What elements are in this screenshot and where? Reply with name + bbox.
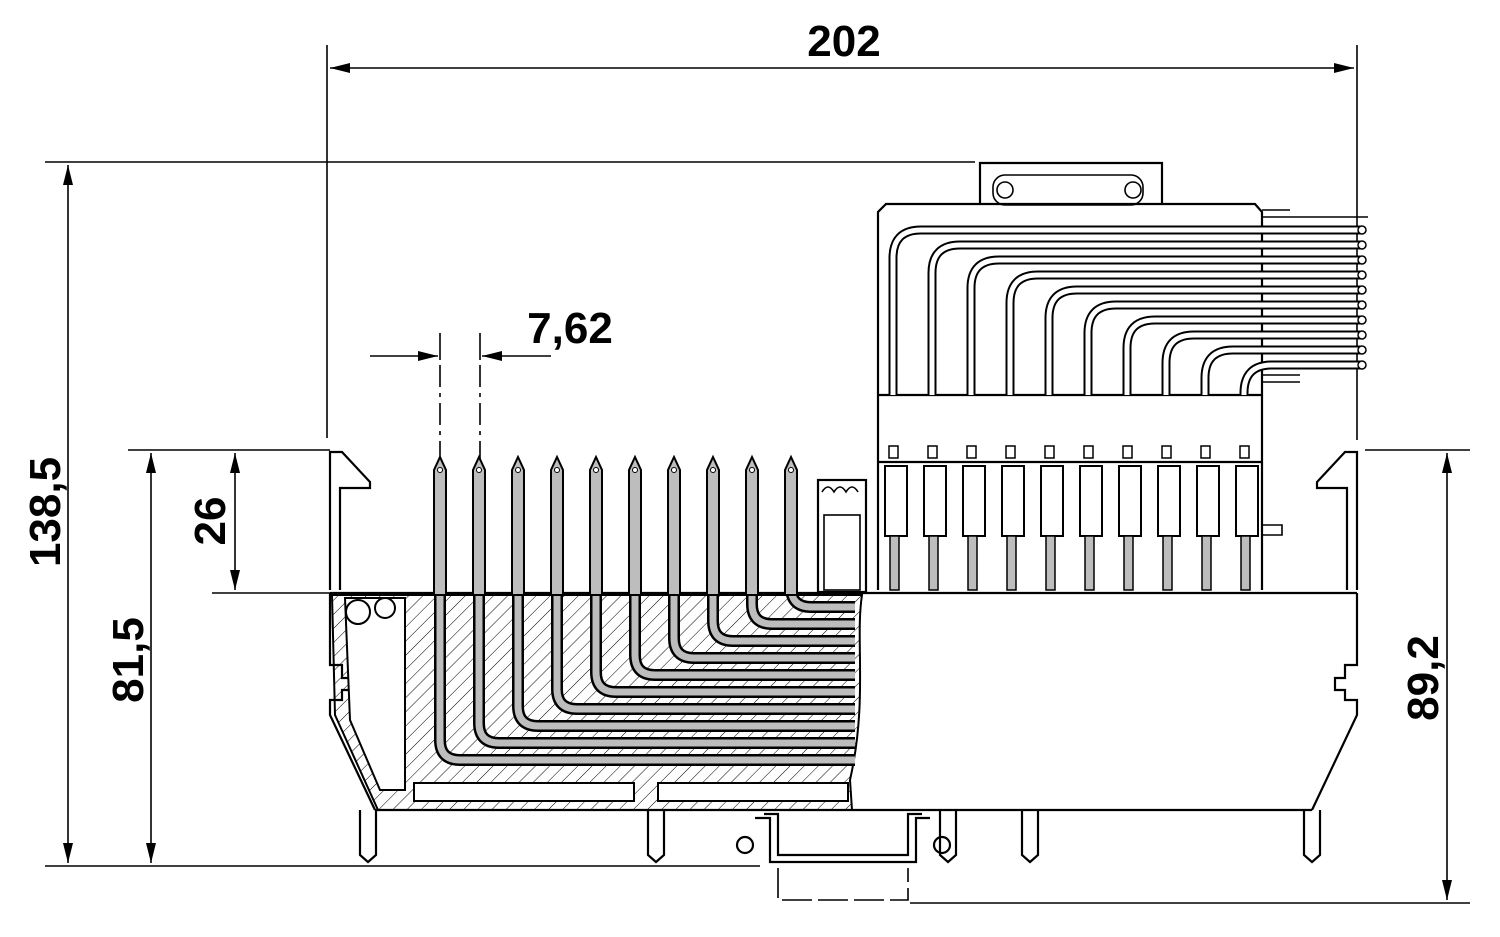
- block-wire: [888, 225, 1367, 395]
- pin: [745, 454, 759, 596]
- internal-wire: [590, 595, 855, 698]
- internal-wire: [707, 595, 855, 647]
- contact-cell: [1079, 445, 1103, 591]
- pin: [628, 454, 642, 596]
- pin: [589, 454, 603, 596]
- block-wire: [1239, 360, 1367, 395]
- contact-cell: [1235, 445, 1259, 591]
- dim-pin-pitch: 7,62: [370, 304, 613, 600]
- pin-row: [433, 454, 798, 596]
- contact-cell: [962, 445, 986, 591]
- contact-cell: [923, 445, 947, 591]
- dim-overall-width-label: 202: [807, 17, 880, 66]
- dim-pin-pitch-label: 7,62: [527, 304, 613, 353]
- block-wire: [1083, 300, 1367, 395]
- dim-overall-height: 138,5: [21, 161, 975, 867]
- dim-body-height: 81,5: [104, 449, 330, 863]
- block-wire: [966, 255, 1367, 395]
- dim-pin-length: 26: [186, 453, 330, 594]
- block-wire: [1161, 330, 1367, 395]
- dim-overall-height-label: 138,5: [21, 457, 70, 567]
- contact-cell: [884, 445, 908, 591]
- contact-cell: [1001, 445, 1025, 591]
- dim-height-with-rail: 89,2: [910, 449, 1470, 904]
- internal-wire: [629, 595, 855, 681]
- din-rail: [735, 812, 952, 901]
- block-wire: [1200, 345, 1367, 395]
- contact-cell: [1196, 445, 1220, 591]
- block-wire: [927, 240, 1367, 395]
- dim-overall-width: 202: [326, 17, 1358, 440]
- pin: [706, 454, 720, 596]
- pin: [472, 454, 486, 596]
- dim-pin-length-label: 26: [186, 497, 235, 546]
- coding-element: [816, 478, 868, 594]
- dim-body-height-label: 81,5: [104, 617, 153, 703]
- internal-wire: [473, 595, 855, 749]
- internal-wire: [668, 595, 855, 664]
- dim-height-with-rail-label: 89,2: [1399, 635, 1448, 721]
- internal-wire: [434, 595, 855, 766]
- block-wire: [1005, 270, 1367, 395]
- pin: [433, 454, 447, 596]
- internal-wire: [746, 595, 855, 630]
- block-wire: [1122, 315, 1367, 395]
- contact-cell: [1040, 445, 1064, 591]
- contact-cell: [1118, 445, 1142, 591]
- internal-wire: [551, 595, 855, 715]
- connector-block: [876, 161, 1368, 591]
- pin: [667, 454, 681, 596]
- block-wire: [1044, 285, 1367, 395]
- pin: [550, 454, 564, 596]
- internal-wire: [512, 595, 855, 732]
- pin: [511, 454, 525, 596]
- pin: [784, 454, 798, 596]
- contact-cell: [1157, 445, 1181, 591]
